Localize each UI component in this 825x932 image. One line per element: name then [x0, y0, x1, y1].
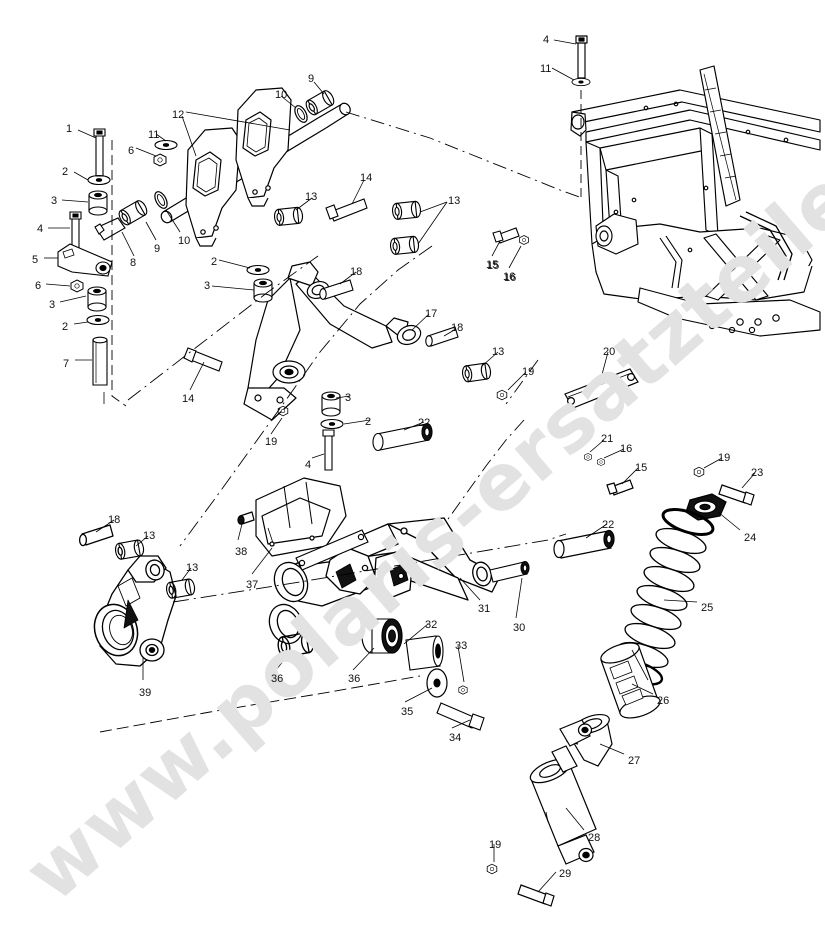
callout-number-16: 16 [503, 271, 516, 283]
rear-swing-arm [268, 517, 501, 645]
callout-number-31: 31 [478, 603, 491, 615]
callout-number-11: 11 [148, 129, 160, 141]
assembly-dashed-lines [99, 90, 583, 733]
callout-number-29: 29 [559, 868, 572, 880]
callout-number-9: 9 [308, 73, 315, 85]
callout-number-18: 18 [451, 322, 464, 334]
callout-number-35: 35 [401, 706, 414, 718]
callout-number-12: 12 [172, 109, 185, 121]
callout-number-22: 22 [602, 519, 615, 531]
callout-number-4: 4 [543, 34, 550, 46]
callout-number-2: 2 [365, 416, 372, 428]
callout-number-16: 16 [620, 443, 633, 455]
callout-number-5: 5 [32, 254, 39, 266]
left-hardware-stack [57, 128, 178, 386]
callout-number-36: 36 [348, 673, 361, 685]
callout-number-17: 17 [425, 308, 438, 320]
callout-number-25: 25 [701, 602, 714, 614]
callout-number-4: 4 [305, 459, 312, 471]
callout-number-3: 3 [51, 195, 58, 207]
callout-number-2: 2 [62, 321, 69, 333]
callout-number-7: 7 [63, 358, 70, 370]
callout-leader-lines [44, 39, 756, 893]
callout-number-28: 28 [588, 832, 601, 844]
vehicle-frame [570, 35, 821, 337]
callout-number-13: 13 [305, 191, 318, 203]
callout-number-10: 10 [275, 89, 288, 101]
callout-number-36: 36 [271, 673, 284, 685]
callout-number-14: 14 [182, 393, 195, 405]
callout-number-15: 15 [486, 259, 499, 271]
callout-number-21: 21 [601, 433, 614, 445]
callout-number-15: 15 [487, 260, 500, 272]
callout-number-13: 13 [448, 195, 461, 207]
callout-number-37: 37 [246, 579, 259, 591]
callout-number-3: 3 [345, 392, 352, 404]
callout-number-3: 3 [49, 299, 56, 311]
rear-hub-carrier [78, 524, 197, 667]
spring-preload-adjuster [600, 642, 661, 719]
callout-number-38: 38 [235, 546, 248, 558]
callout-number-6: 6 [128, 145, 135, 157]
callout-number-39: 39 [139, 687, 152, 699]
callout-number-13: 13 [186, 562, 199, 574]
callout-number-34: 34 [449, 732, 462, 744]
stabilizer-bar-assembly [116, 87, 351, 247]
callout-number-19: 19 [489, 839, 502, 851]
callout-number-14: 14 [360, 172, 373, 184]
callout-number-24: 24 [744, 532, 757, 544]
callout-number-30: 30 [513, 622, 526, 634]
callout-number-19: 19 [718, 452, 731, 464]
callout-number-6: 6 [35, 280, 42, 292]
callout-number-23: 23 [751, 467, 764, 479]
callout-number-2: 2 [211, 256, 218, 268]
callout-number-11: 11 [540, 63, 552, 75]
callout-number-22: 22 [418, 417, 431, 429]
callout-number-32: 32 [425, 619, 438, 631]
callout-number-18: 18 [108, 514, 121, 526]
callout-number-4: 4 [37, 223, 44, 235]
callout-number-26: 26 [657, 695, 670, 707]
callout-number-2: 2 [62, 166, 69, 178]
callout-number-33: 33 [455, 640, 468, 652]
callout-number-3: 3 [204, 280, 211, 292]
callout-number-15: 15 [635, 462, 648, 474]
callout-number-13: 13 [143, 530, 156, 542]
swing-arm-guard [237, 477, 369, 571]
callout-number-16: 16 [504, 272, 517, 284]
callout-number-13: 13 [492, 346, 505, 358]
callout-number-8: 8 [130, 257, 137, 269]
callout-number-10: 10 [178, 235, 191, 247]
callout-number-1: 1 [66, 123, 73, 135]
callout-number-9: 9 [154, 243, 161, 255]
callout-number-27: 27 [628, 755, 641, 767]
callout-number-19: 19 [522, 366, 535, 378]
callout-number-20: 20 [603, 346, 616, 358]
callout-number-19: 19 [265, 436, 278, 448]
callout-number-18: 18 [350, 266, 363, 278]
